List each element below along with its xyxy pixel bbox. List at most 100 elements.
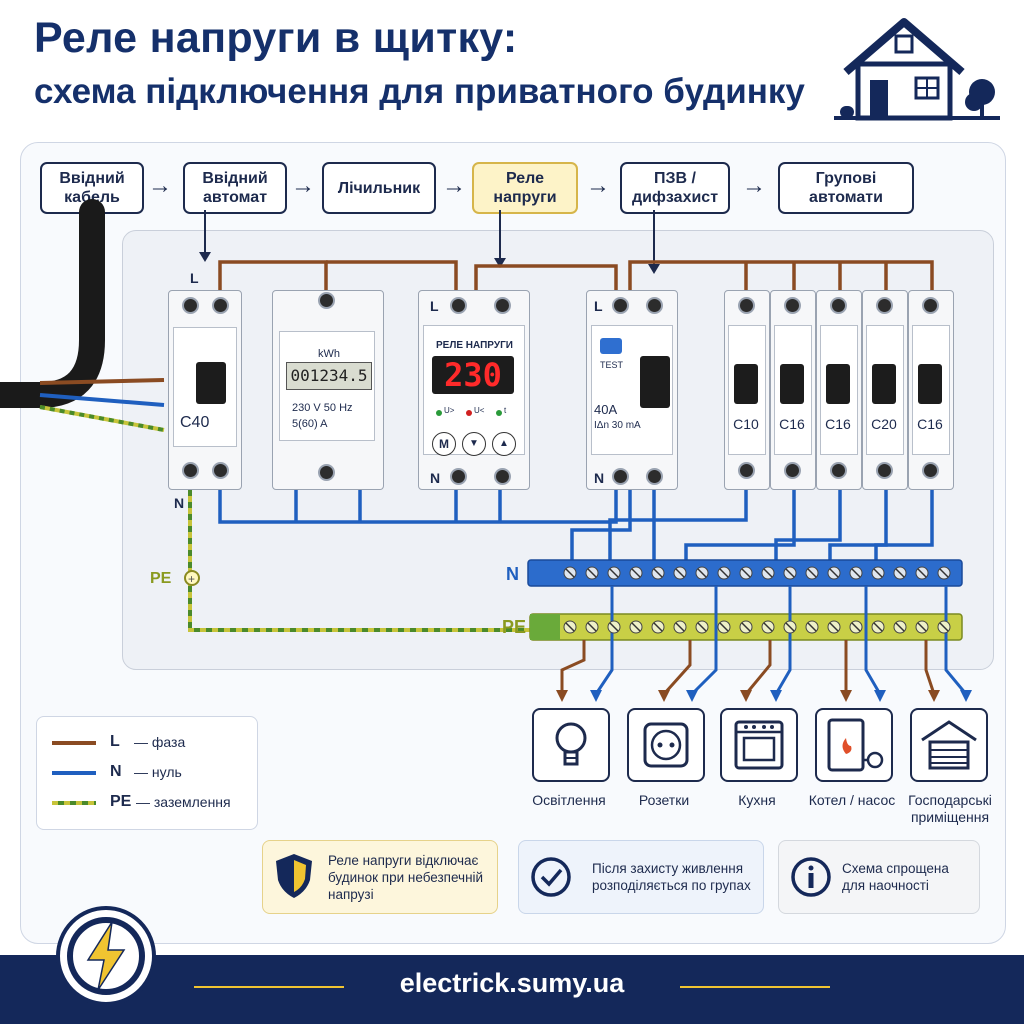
light-bulb-icon: [555, 722, 587, 766]
consumer-lighting: [532, 708, 610, 782]
indicator-led: [496, 410, 502, 416]
terminal-screw: [494, 468, 511, 485]
consumer-lighting-label: Освітлення: [532, 792, 606, 808]
bus-screw-slot: [851, 622, 861, 632]
consumer-boiler: [815, 708, 893, 782]
terminal-screw: [830, 462, 847, 479]
legend-code-phase: L: [110, 733, 120, 750]
flow-arrow-icon: →: [742, 172, 766, 199]
group-breaker-rating: C16: [917, 416, 943, 432]
bus-screw-slot: [587, 568, 597, 578]
info-distribution: [518, 840, 764, 914]
group-breaker-toggle[interactable]: [918, 364, 942, 404]
svg-text:+: +: [188, 572, 195, 586]
bus-screw-slot: [631, 622, 641, 632]
legend-text-earth: — заземлення: [136, 794, 231, 810]
bus-screw-slot: [829, 568, 839, 578]
page-title: Реле напруги в щитку:: [34, 14, 518, 62]
neutral-bus-label: N: [506, 564, 519, 584]
bus-screw-slot: [807, 622, 817, 632]
group-breaker-toggle[interactable]: [872, 364, 896, 404]
flow-arrow-icon: →: [442, 172, 466, 199]
rcd-test-label: TEST: [600, 360, 624, 370]
energy-meter: [272, 290, 384, 490]
flow-step-group-breakers: Групові автомати: [778, 162, 914, 214]
bus-screw-slot: [697, 568, 707, 578]
info-distribution-text: Після захисту живлення розподіляється по…: [592, 861, 751, 893]
info-simplified-text: Схема спрощена для наочності: [842, 861, 949, 893]
rcd-test-button[interactable]: [600, 338, 622, 354]
meter-spec-voltage: 230 V 50 Hz: [292, 402, 353, 414]
group-breaker-toggle[interactable]: [826, 364, 850, 404]
rcd-leakage: IΔn 30 mA: [594, 420, 641, 431]
bus-screw-slot: [741, 568, 751, 578]
relay-indicator-undervoltage: U<: [474, 406, 485, 415]
group-breaker-toggle[interactable]: [734, 364, 758, 404]
lightning-logo-icon: [56, 906, 156, 1006]
footer-site-link[interactable]: electrick.sumy.ua: [399, 968, 625, 998]
house-icon: [834, 18, 1000, 121]
bus-screw-slot: [609, 568, 619, 578]
boiler-icon: [827, 718, 884, 772]
consumer-kitchen: [720, 708, 798, 782]
pe-input-label: PE: [150, 570, 172, 587]
meter-spec-current: 5(60) A: [292, 418, 328, 430]
garage-icon: [921, 720, 977, 770]
relay-voltage-display: 230: [432, 356, 514, 394]
bus-screw-slot: [609, 622, 619, 632]
footer-divider-right: [680, 986, 830, 988]
terminal-screw: [738, 297, 755, 314]
footer: [0, 955, 1024, 1024]
bus-screw-slot: [675, 568, 685, 578]
rcd-terminal-n: N: [594, 470, 605, 486]
flow-arrow-icon: →: [586, 172, 610, 199]
consumer-sockets-label: Розетки: [638, 792, 690, 808]
terminal-screw: [182, 297, 199, 314]
relay-down-button[interactable]: ▼: [462, 432, 486, 456]
terminal-screw: [450, 297, 467, 314]
socket-icon: [643, 722, 689, 768]
terminal-screw: [450, 468, 467, 485]
bus-screw-slot: [565, 622, 575, 632]
indicator-led: [466, 410, 472, 416]
flow-arrow-icon: →: [291, 172, 315, 199]
group-breaker-toggle[interactable]: [780, 364, 804, 404]
group-breaker-rating: C16: [779, 416, 805, 432]
earth-bus-label: PE: [502, 617, 527, 637]
relay-up-button[interactable]: ▲: [492, 432, 516, 456]
bus-screw-slot: [719, 568, 729, 578]
group-breaker-rating: C10: [733, 416, 759, 432]
bus-screw-slot: [587, 622, 597, 632]
legend-code-earth: PE: [110, 793, 132, 810]
relay-title: РЕЛЕ НАПРУГИ: [436, 340, 513, 351]
bus-screw-slot: [785, 622, 795, 632]
terminal-screw: [318, 464, 335, 481]
terminal-screw: [876, 297, 893, 314]
legend-swatch-phase: [52, 741, 96, 745]
main-breaker-toggle[interactable]: [196, 362, 226, 404]
main-breaker-rating: C40: [180, 414, 210, 431]
flow-arrow-icon: →: [148, 172, 172, 199]
flow-step-voltage-relay: Реле напруги: [472, 162, 578, 214]
bus-screw-slot: [917, 568, 927, 578]
page-subtitle: схема підключення для приватного будинку: [34, 72, 805, 111]
shield-icon: [276, 854, 312, 898]
terminal-screw: [922, 462, 939, 479]
relay-terminal-n: N: [430, 470, 441, 486]
bus-screw-slot: [873, 568, 883, 578]
meter-unit: kWh: [318, 348, 340, 360]
bus-screw-slot: [763, 622, 773, 632]
rcd-toggle[interactable]: [640, 356, 670, 408]
terminal-screw: [612, 468, 629, 485]
flow-step-input-breaker: Ввідний автомат: [183, 162, 287, 214]
bus-screw-slot: [895, 622, 905, 632]
terminal-screw: [646, 297, 663, 314]
bus-screw-slot: [917, 622, 927, 632]
terminal-screw: [738, 462, 755, 479]
relay-menu-button[interactable]: M: [432, 432, 456, 456]
group-breaker-rating: C20: [871, 416, 897, 432]
terminal-screw: [784, 462, 801, 479]
group-breaker-rating: C16: [825, 416, 851, 432]
bus-screw-slot: [763, 568, 773, 578]
